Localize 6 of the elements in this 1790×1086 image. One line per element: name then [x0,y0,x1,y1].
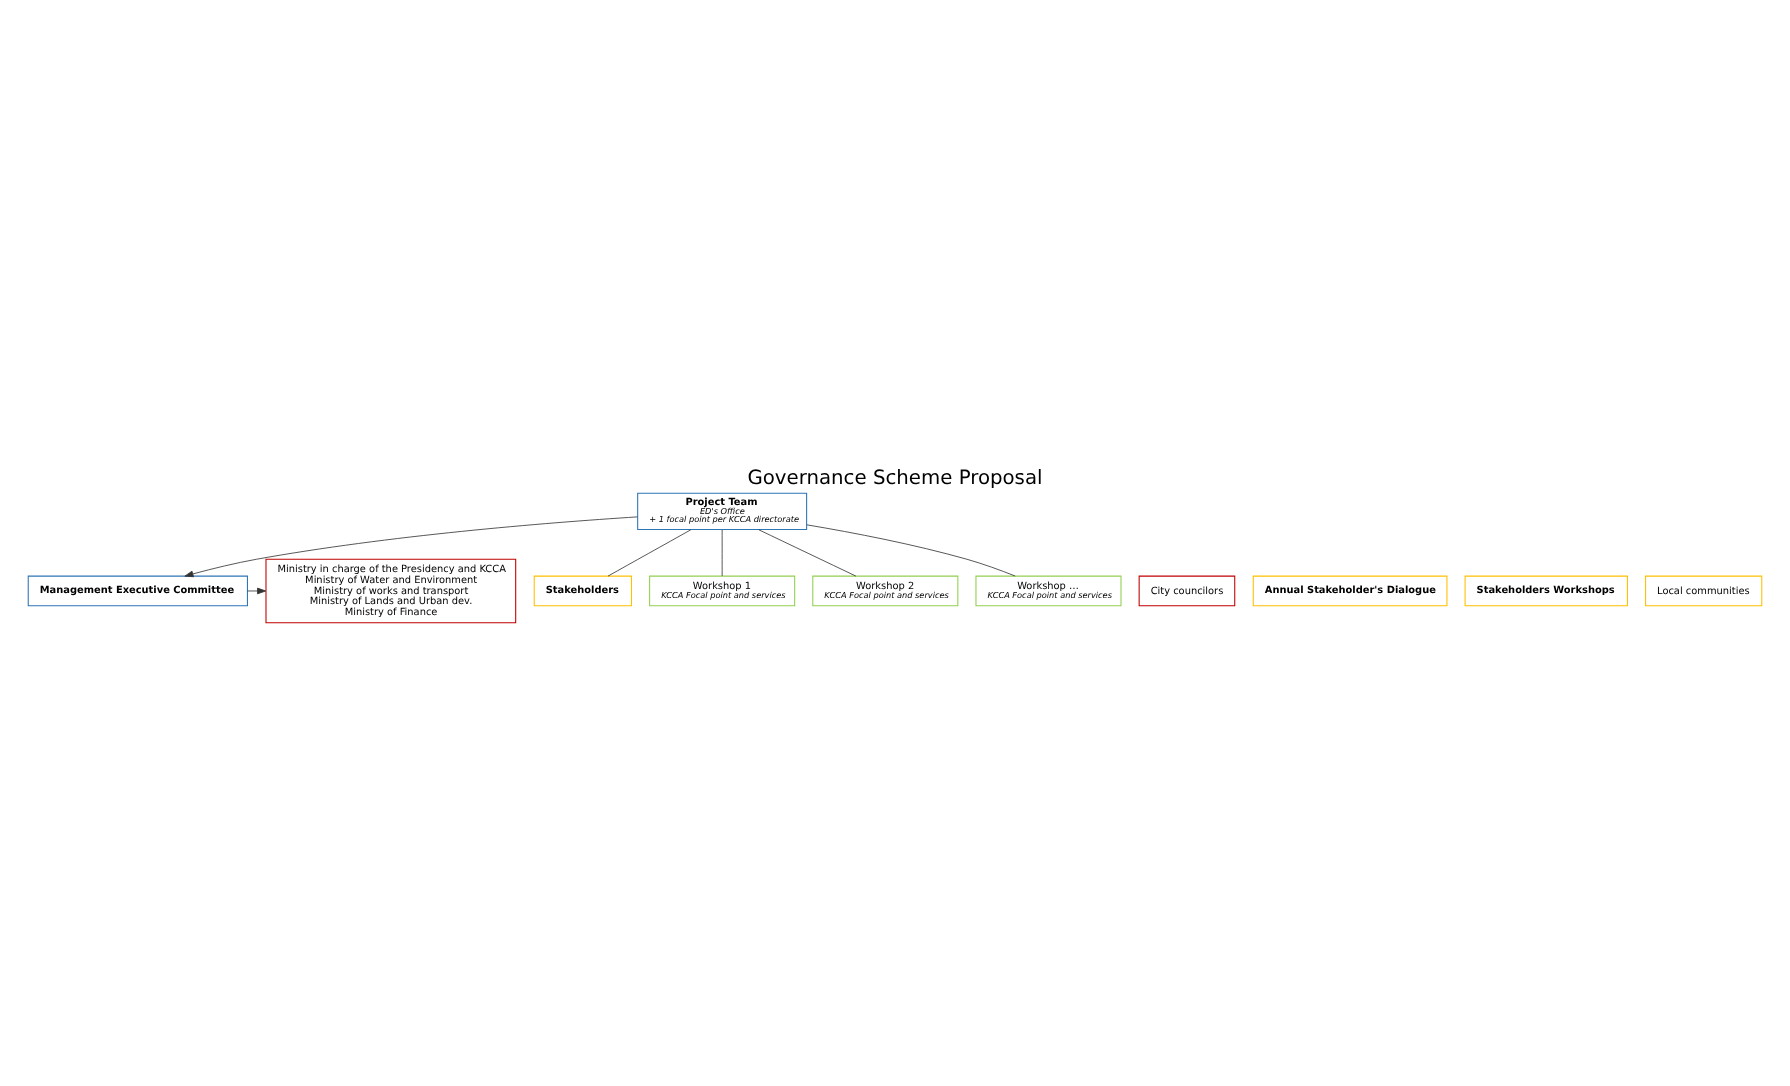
arrow [184,515,638,577]
arrow [247,586,267,594]
connector [758,528,857,576]
diagram-title: Governance Scheme Proposal [747,467,1043,490]
connector [607,528,692,576]
connector [806,523,1016,576]
